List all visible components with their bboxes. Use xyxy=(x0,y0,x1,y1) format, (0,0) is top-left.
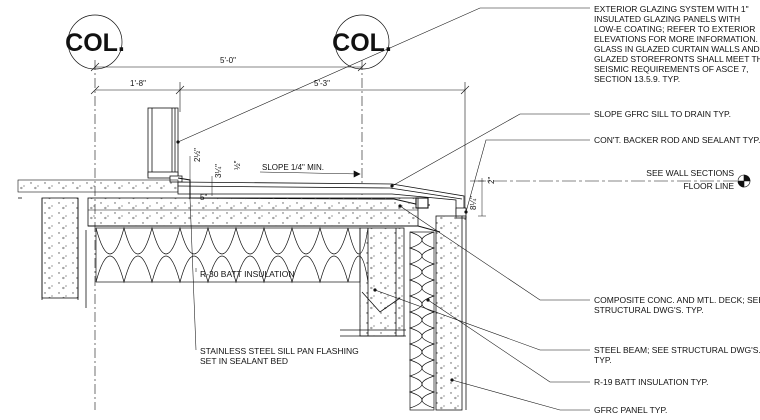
glazing-note-line: ELEVATIONS FOR MORE INFORMATION. xyxy=(594,34,758,44)
callout-sill-pan-line1: STAINLESS STEEL SILL PAN FLASHING xyxy=(200,346,359,356)
glazing-note-line: INSULATED GLAZING PANELS WITH xyxy=(594,14,740,24)
glazing-note-line: EXTERIOR GLAZING SYSTEM WITH 1" xyxy=(594,4,749,14)
slope-label: SLOPE 1/4" MIN. xyxy=(262,163,324,172)
dim-right-span: 5'-3" xyxy=(314,79,330,88)
leader-lines xyxy=(177,7,590,411)
callout-steel-beam-line2: TYP. xyxy=(594,355,612,365)
dim-sill-pan-depth: 5" xyxy=(200,193,207,202)
dim-edge-height: 8¼" xyxy=(469,196,478,210)
callout-gfrc-panel: GFRC PANEL TYP. xyxy=(594,405,667,415)
callout-wall-sections: SEE WALL SECTIONS xyxy=(646,168,734,178)
steel-beam xyxy=(340,227,406,337)
callout-sill-pan-line2: SET IN SEALANT BED xyxy=(200,356,288,366)
dim-sill-height-a: 2½" xyxy=(193,148,202,162)
dim-overall-width: 5'-0" xyxy=(220,56,236,65)
leader-arrowheads xyxy=(176,140,468,382)
glazing-note-line: GLASS IN GLAZED CURTAIN WALLS AND xyxy=(594,44,760,54)
glazing-note-line: SECTION 13.5.9. TYP. xyxy=(594,74,680,84)
column-bubbles xyxy=(67,14,390,70)
callout-floor-line: FLOOR LINE xyxy=(683,181,734,191)
dim-left-offset: 1'-8" xyxy=(130,79,146,88)
column-label-left: COL. xyxy=(65,29,125,57)
dim-sill-width: ½" xyxy=(233,160,242,170)
dim-sill-height-b: 3¼" xyxy=(214,164,223,178)
dimension-lines xyxy=(90,62,470,220)
composite-deck xyxy=(87,197,441,233)
slope-arrow xyxy=(259,170,361,178)
callout-backer-rod: CON'T. BACKER ROD AND SEALANT TYP. xyxy=(594,135,760,145)
small-dimension-lines xyxy=(189,156,486,217)
exterior-paving-left xyxy=(17,179,179,193)
glazing-note-line: GLAZED STOREFRONTS SHALL MEET THE xyxy=(594,54,760,64)
glazing-note-line: SEISMIC REQUIREMENTS OF ASCE 7, xyxy=(594,64,748,74)
callout-composite-deck-line2: STRUCTURAL DWG'S. TYP. xyxy=(594,305,704,315)
callout-gfrc-sill: SLOPE GFRC SILL TO DRAIN TYP. xyxy=(594,109,731,119)
left-column xyxy=(18,197,87,308)
column-label-right: COL. xyxy=(332,29,392,57)
callout-glazing: EXTERIOR GLAZING SYSTEM WITH 1" INSULATE… xyxy=(594,4,760,84)
dim-edge-offset: 2" xyxy=(487,177,496,184)
callout-r30-batt: R-30 BATT INSULATION xyxy=(200,269,294,279)
column-gridlines xyxy=(94,60,363,410)
callout-r19-batt: R-19 BATT INSULATION TYP. xyxy=(594,377,708,387)
gfrc-panel xyxy=(435,215,467,411)
callout-composite-deck-line1: COMPOSITE CONC. AND MTL. DECK; SEE xyxy=(594,295,760,305)
r19-batt-insulation xyxy=(408,231,436,411)
glazing-frame xyxy=(147,107,183,183)
floor-line-marker xyxy=(470,174,751,188)
glazing-note-line: LOW-E COATING; REFER TO EXTERIOR xyxy=(594,24,755,34)
callout-steel-beam-line1: STEEL BEAM; SEE STRUCTURAL DWG'S. xyxy=(594,345,760,355)
